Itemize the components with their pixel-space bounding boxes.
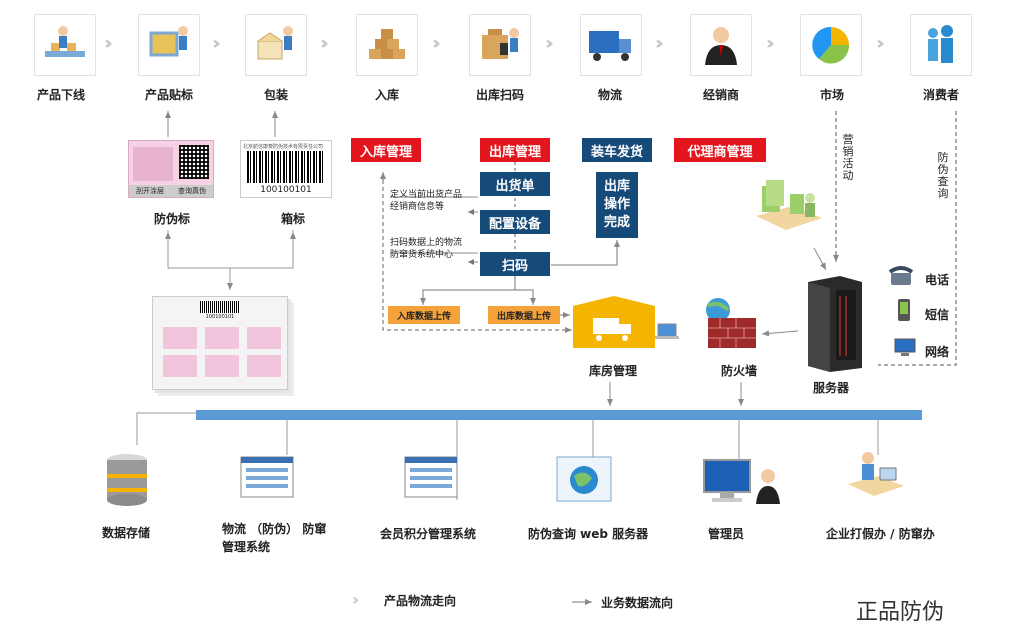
barcode-number: 100100101 [260,185,312,195]
legend-product-flow: 产品物流走向 [384,594,457,608]
define-note: 定义当前出货产品 经销商信息等 [390,189,462,213]
flow-chevron: ›› [655,33,664,54]
scan-box: 扫码 [480,252,550,276]
marketing-vertical-text: 营销活动 [842,133,854,182]
barcode-header: 北京航信康泰防伪技术有限责任公司 [243,144,324,150]
outbound-complete-box: 出库操作完成 [596,172,638,238]
sms-label: 短信 [925,308,950,322]
label-footer-left: 刮开涂层 [136,187,164,195]
flow-chevron: ›› [876,33,885,54]
warehouse-icon [573,296,655,348]
laptop-icon [654,322,680,342]
sheet-label-cell [163,355,197,377]
outbound-scan-icon [469,14,531,76]
sheet-label-cell [205,327,239,349]
flow-chevron: ›› [212,33,221,54]
top-flow-label: 消费者 [922,88,960,102]
logistics-system-screen-icon [240,456,294,498]
scan-note-line: 扫码数据上的物流 [390,238,463,248]
top-flow-label: 市场 [819,88,845,102]
top-flow-label: 包装 [263,88,289,102]
sheet-label-cell [247,327,281,349]
top-flow-label: 入库 [374,88,400,102]
watermark-text: 正品防伪 [856,600,945,625]
outbound-upload-box: 出库数据上传 [488,306,560,324]
admin-label: 管理员 [708,527,745,541]
barcode-icon [247,151,325,183]
data-storage-label: 数据存储 [102,526,151,540]
flow-chevron: ›› [432,33,441,54]
server-label: 服务器 [813,381,850,395]
inbound-upload-box: 入库数据上传 [388,306,460,324]
office-worker-icon [846,448,906,502]
anti-fake-label-image: 刮开涂层 查询真伪 [128,140,214,198]
outbound-management-box: 出库管理 [480,138,550,162]
box-barcode-image: 北京航信康泰防伪技术有限责任公司 100100101 [240,140,332,198]
sheet-label-cell [247,355,281,377]
legend-chevron-icon: ›› [352,590,360,609]
market-icon [800,14,862,76]
box-label-caption: 箱标 [281,212,306,226]
flow-chevron: ›› [545,33,554,54]
web-server-globe-icon [556,456,612,502]
warehouse-label: 库房管理 [589,364,638,378]
top-flow-label: 出库扫码 [475,88,525,102]
label-footer-right: 查询真伪 [178,187,206,195]
warehouse-in-icon [356,14,418,76]
logistics-system-label: 物流 （防伪） 防窜 管理系统 [222,522,327,554]
define-note-line: 定义当前出货产品 [390,190,463,200]
network-label: 网络 [925,345,950,359]
define-note-line: 经销商信息等 [390,202,445,212]
top-flow-label: 产品贴标 [144,88,194,102]
agent-management-box: 代理商管理 [674,138,766,162]
sheet-barcode-icon [200,301,240,313]
anti-counterfeit-office-label: 企业打假办 / 防窜办 [826,527,935,541]
legend-data-flow: 业务数据流向 [601,596,674,610]
anti-fake-label-caption: 防伪标 [154,212,191,226]
inbound-management-box: 入库管理 [351,138,421,162]
flow-chevron: ›› [320,33,329,54]
product-labeling-icon [138,14,200,76]
logistics-truck-icon [580,14,642,76]
admin-monitor-icon [702,458,786,506]
database-icon [103,452,151,508]
label-hologram [133,147,173,181]
product-offline-icon [34,14,96,76]
phone-label: 电话 [925,273,950,287]
config-device-box: 配置设备 [480,210,550,234]
top-flow-label: 经销商 [702,88,740,102]
label-sheet-image: 100100101 [152,296,288,390]
top-flow-label: 物流 [597,88,623,102]
agent-cash-icon [752,176,826,246]
anti-query-vertical-text: 防伪查询 [937,151,949,200]
member-points-label: 会员积分管理系统 [380,527,477,541]
phone-icon [888,264,914,286]
flow-chevron: ›› [766,33,775,54]
sheet-barcode-number: 100100101 [205,314,235,320]
sheet-label-cell [205,355,239,377]
consumer-icon [910,14,972,76]
sms-phone-icon [894,298,914,322]
member-points-screen-icon [404,456,458,498]
flow-chevron: ›› [104,33,113,54]
top-flow-label: 产品下线 [36,88,86,102]
dealer-icon [690,14,752,76]
server-icon [800,276,870,372]
scan-note-line: 防窜货系统中心 [390,250,454,260]
network-computer-icon [893,338,917,358]
shipping-order-box: 出货单 [480,172,550,196]
web-server-label: 防伪查询 web 服务器 [528,527,649,541]
firewall-label: 防火墙 [721,364,758,378]
loading-shipping-box: 装车发货 [582,138,652,162]
qr-code-icon [179,145,209,179]
packing-icon [245,14,307,76]
firewall-icon [700,296,760,352]
scan-note: 扫码数据上的物流 防窜货系统中心 [390,237,462,261]
sheet-label-cell [163,327,197,349]
